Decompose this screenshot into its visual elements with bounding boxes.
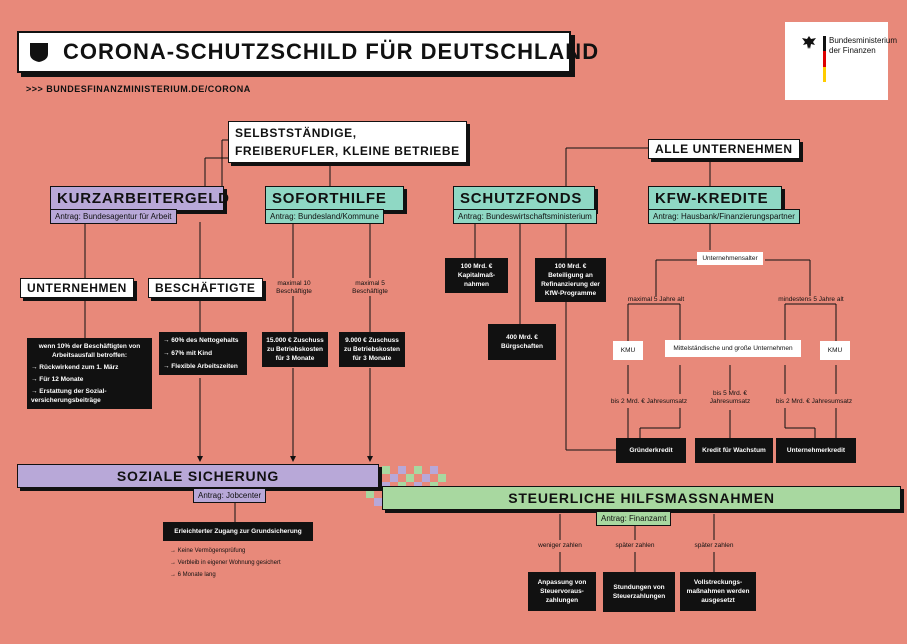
selbststaendige-box: SELBSTSTÄNDIGE, FREIBERUFLER, KLEINE BET… xyxy=(228,121,467,163)
soforthilfe-antrag: Antrag: Bundesland/Kommune xyxy=(265,209,384,224)
schutzfonds-title: SCHUTZFONDS xyxy=(453,186,595,211)
kmu-right-box: KMU xyxy=(820,341,850,360)
kredit-wachstum-box: Kredit für Wachstum xyxy=(695,438,773,463)
steuer-label-3: später zahlen xyxy=(694,542,734,549)
buergschaften-box: 400 Mrd. € Bürgschaften xyxy=(488,324,556,360)
source-url[interactable]: >>> BUNDESFINANZMINISTERIUM.DE/CORONA xyxy=(26,84,251,94)
sozial-antrag: Antrag: Jobcenter xyxy=(193,488,267,503)
flag-stripe xyxy=(823,36,826,82)
page-title: CORONA-SCHUTZSCHILD FÜR DEUTSCHLAND xyxy=(63,39,600,64)
eagle-icon xyxy=(802,36,816,49)
kfw-label-right: bis 2 Mrd. € Jahresumsatz xyxy=(775,398,853,405)
soziale-sicherung-title: SOZIALE SICHERUNG xyxy=(17,464,379,488)
schutzfonds-antrag: Antrag: Bundeswirtschaftsministerium xyxy=(453,209,597,224)
gruenderkredit-box: Gründerkredit xyxy=(616,438,686,463)
grundsicherung-box: Erleichterter Zugang zur Grundsicherung xyxy=(163,522,313,541)
ministry-logo: Bundesministerium der Finanzen xyxy=(785,22,897,100)
kfw-title: KFW-KREDITE xyxy=(648,186,782,211)
kurzarbeitergeld-antrag: Antrag: Bundesagentur für Arbeit xyxy=(50,209,177,224)
unternehmen-details: wenn 10% der Beschäftigten von Arbeitsau… xyxy=(27,338,152,409)
soforthilfe-9000-box: 9.000 € Zuschuss zu Betriebskosten für 3… xyxy=(339,332,405,367)
grundsicherung-list: → Keine Vermögensprüfung → Verbleib in e… xyxy=(170,548,281,578)
kfw-label-mid: bis 5 Mrd. € Jahresumsatz xyxy=(709,390,751,405)
shield-icon xyxy=(30,43,48,62)
mittelstaendische-box: Mittelständische und große Unternehmen xyxy=(665,340,801,357)
kurzarbeitergeld-title: KURZARBEITERGELD xyxy=(50,186,229,211)
stundungen-box: Stundungen von Steuerzahlungen xyxy=(603,572,675,612)
soforthilfe-label-10: maximal 10 Beschäftigte xyxy=(276,280,312,295)
vollstreckung-box: Vollstreckungs-maßnahmen werden ausgeset… xyxy=(680,572,756,611)
steuer-label-2: später zahlen xyxy=(615,542,655,549)
steuerliche-title: STEUERLICHE HILFSMASSNAHMEN xyxy=(382,486,901,510)
unternehmerkredit-box: Unternehmerkredit xyxy=(776,438,856,463)
min-5-label: mindestens 5 Jahre alt xyxy=(778,296,844,303)
soforthilfe-title: SOFORTHILFE xyxy=(265,186,404,211)
max-5-label: maximal 5 Jahre alt xyxy=(627,296,685,303)
unternehmensalter-box: Unternehmensalter xyxy=(697,252,763,265)
refinanzierung-box: 100 Mrd. € Beteiligung an Refinanzierung… xyxy=(535,258,606,302)
steuervorauszahlungen-box: Anpassung von Steuervoraus-zahlungen xyxy=(528,572,596,611)
steuer-label-1: weniger zahlen xyxy=(538,542,582,549)
kfw-label-left: bis 2 Mrd. € Jahresumsatz xyxy=(610,398,688,405)
kfw-antrag: Antrag: Hausbank/Finanzierungspartner xyxy=(648,209,800,224)
soforthilfe-label-5: maximal 5 Beschäftigte xyxy=(352,280,388,295)
steuer-antrag: Antrag: Finanzamt xyxy=(596,511,672,526)
unternehmen-box: UNTERNEHMEN xyxy=(20,278,134,298)
kmu-left-box: KMU xyxy=(613,341,643,360)
soforthilfe-15000-box: 15.000 € Zuschuss zu Betriebskosten für … xyxy=(262,332,328,367)
alle-unternehmen-box: ALLE UNTERNEHMEN xyxy=(648,139,800,159)
logo-text: Bundesministerium der Finanzen xyxy=(829,36,898,55)
beschaeftigte-box: BESCHÄFTIGTE xyxy=(148,278,263,298)
title-box: CORONA-SCHUTZSCHILD FÜR DEUTSCHLAND xyxy=(17,31,598,73)
beschaeftigte-details: → 60% des Nettogehalts → 67% mit Kind → … xyxy=(159,332,247,375)
kapitalmassnahmen-box: 100 Mrd. € Kapitalmaß-nahmen xyxy=(445,258,508,293)
